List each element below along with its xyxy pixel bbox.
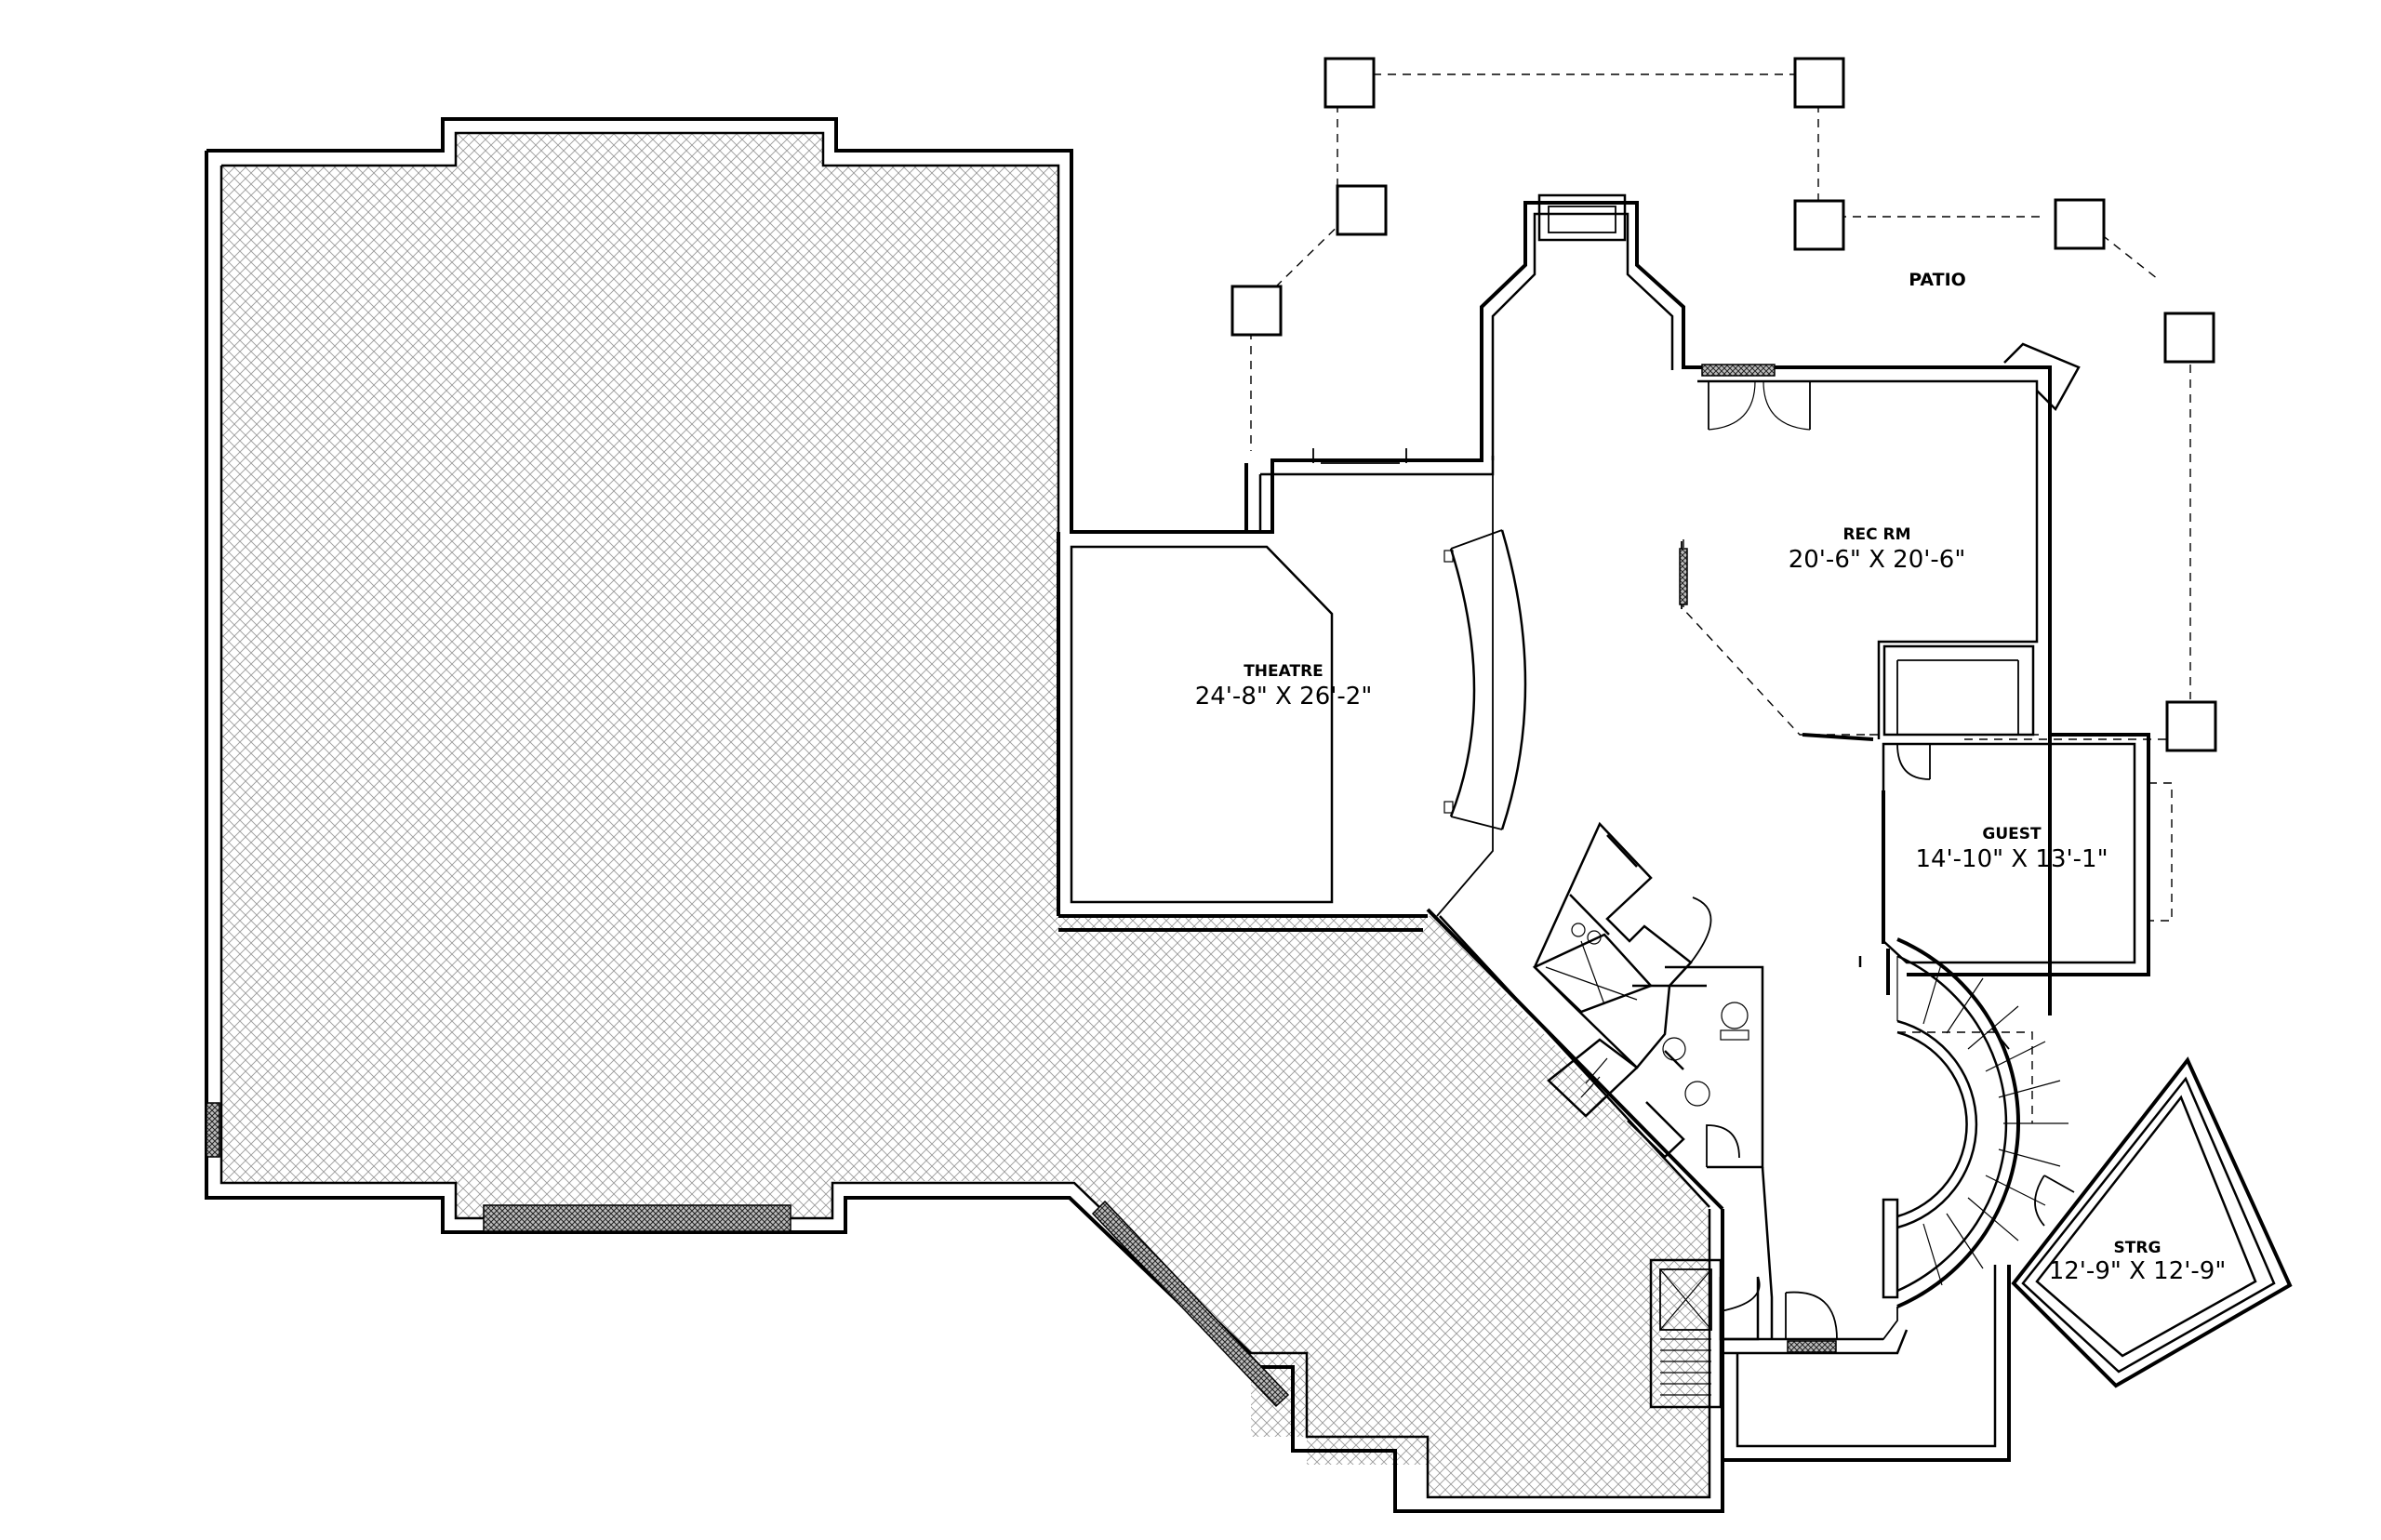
window-strip-rec: [1701, 364, 1776, 377]
circular-stair: [1851, 937, 2068, 1340]
storage-label: STRG: [2114, 1239, 2162, 1257]
rec-room: [1679, 342, 2081, 741]
patio-column: [2165, 700, 2217, 752]
unexcavated-area: [205, 117, 2052, 1513]
window-strip-diagonal: [1091, 1200, 1290, 1408]
patio-column: [1793, 199, 1845, 251]
guest-size: 14'-10" X 13'-1": [1915, 845, 2108, 873]
window-strip-foyer: [1787, 1340, 1837, 1353]
patio-column: [1336, 184, 1388, 236]
guest-room: [1882, 733, 2173, 976]
bathroom-kitchenette: [1532, 821, 1764, 1169]
patio: [1230, 57, 2217, 752]
storage-room: [2007, 1056, 2293, 1388]
guest-label: GUEST: [1982, 825, 2042, 843]
patio-column: [1793, 57, 1845, 109]
vent-strip-west: [206, 1102, 220, 1158]
theatre-size: 24'-8" X 26'-2": [1195, 683, 1373, 710]
theatre-label: THEATRE: [1244, 662, 1324, 681]
rec-room-size: 20'-6" X 20'-6": [1789, 546, 1966, 574]
rec-room-label: REC RM: [1842, 525, 1910, 544]
patio-label: PATIO: [1909, 270, 1966, 290]
south-entry: [1649, 1166, 2011, 1462]
patio-column: [1230, 285, 1283, 337]
patio-column: [2163, 312, 2215, 364]
window-strip-south: [483, 1204, 791, 1232]
storage-size: 12'-9" X 12'-9": [2049, 1257, 2227, 1285]
theatre-room: [1057, 193, 1674, 917]
patio-column: [1324, 57, 1376, 109]
patio-column: [2054, 198, 2106, 250]
